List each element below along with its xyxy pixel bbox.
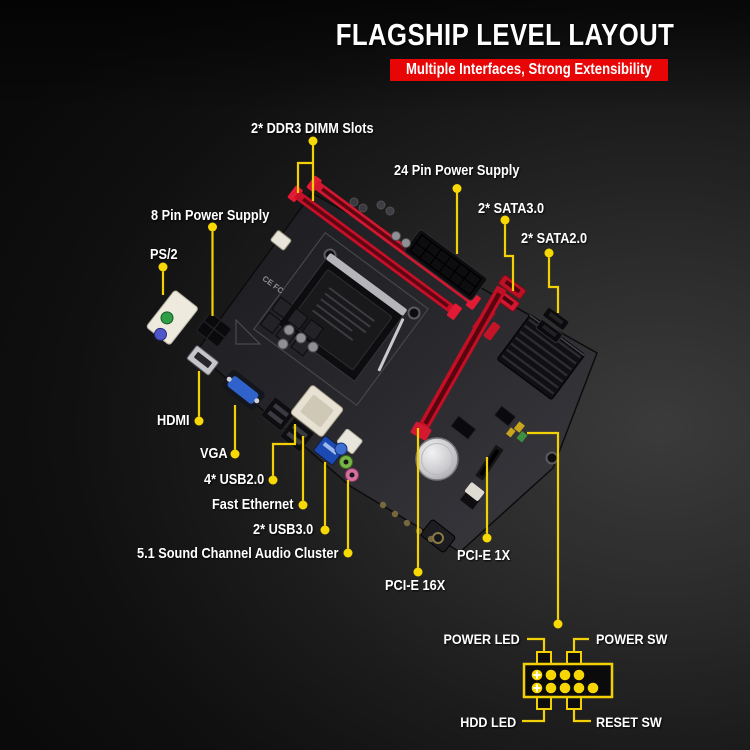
usb-header-corner	[420, 519, 456, 553]
callout-label-ethernet: Fast Ethernet	[212, 496, 294, 513]
callout-label-usb2: 4* USB2.0	[204, 471, 265, 488]
bracket-hdd-led	[522, 708, 546, 723]
cpu-socket	[276, 253, 407, 383]
sata2-ports	[535, 306, 570, 344]
callout-label-atx24: 24 Pin Power Supply	[394, 162, 520, 179]
callout-line-front-panel	[527, 431, 560, 620]
subtitle-text: Multiple Interfaces, Strong Extensibilit…	[406, 61, 652, 78]
callout-dot-ps2	[158, 262, 168, 272]
front-panel-header	[505, 421, 528, 443]
callout-dot-sata3	[500, 215, 510, 225]
hdmi-port	[186, 345, 219, 376]
pcie-x1-slot	[474, 444, 505, 482]
callout-lines	[161, 145, 560, 620]
pin-plus-marks	[533, 671, 541, 692]
callout-label-hdmi: HDMI	[157, 412, 190, 429]
callout-dot-vga	[230, 449, 240, 459]
callout-dot-ethernet	[298, 500, 308, 510]
callout-line-sata3	[503, 224, 515, 291]
bracket-reset-sw	[572, 708, 591, 723]
callout-line-ddr3-branch	[296, 161, 313, 193]
silkscreen-triangle	[235, 318, 262, 345]
callout-dot-audio	[343, 548, 353, 558]
atx-24pin-connector	[404, 229, 488, 301]
usb3-port	[313, 435, 344, 465]
callout-dot-pcie1	[482, 533, 492, 543]
cmos-battery	[415, 437, 459, 481]
callout-label-ps2: PS/2	[150, 246, 178, 263]
callout-dot-usb3	[320, 525, 330, 535]
callout-dot-eps8	[208, 222, 217, 232]
callout-dot-pcie16	[413, 567, 423, 577]
front-panel-label-power-sw: POWER SW	[596, 631, 668, 647]
callout-dot-ddr3	[308, 136, 318, 146]
callout-label-sata2: 2* SATA2.0	[521, 230, 588, 247]
subtitle-banner: Multiple Interfaces, Strong Extensibilit…	[390, 59, 668, 81]
front-panel-diagram	[522, 637, 614, 723]
front-panel-label-reset-sw: RESET SW	[596, 714, 662, 730]
vga-port	[221, 370, 265, 410]
callout-dot-sata2	[544, 248, 554, 258]
callout-line-sata2	[547, 257, 560, 313]
callout-dot-hdmi	[194, 416, 204, 426]
pin-box-pins	[531, 669, 599, 694]
pin-box-tabs	[536, 651, 582, 710]
callout-label-usb3: 2* USB3.0	[253, 521, 314, 538]
callout-dots	[158, 136, 563, 629]
pcie-x16-slot	[410, 286, 507, 441]
callout-label-eps8: 8 Pin Power Supply	[151, 207, 270, 224]
callout-line-usb2	[271, 424, 297, 476]
silkscreen-outline	[253, 231, 429, 407]
callout-label-ddr3: 2* DDR3 DIMM Slots	[251, 120, 374, 137]
callout-label-audio: 5.1 Sound Channel Audio Cluster	[137, 545, 339, 562]
ps2-port	[146, 290, 198, 345]
eps-8pin-connector	[196, 312, 232, 347]
callout-label-pcie16: PCI-E 16X	[385, 577, 446, 594]
callout-dot-front-panel	[553, 619, 563, 629]
bracket-power-sw	[572, 637, 589, 653]
motherboard-photo: CE FC	[146, 175, 598, 553]
pin-headers	[449, 405, 517, 510]
bracket-power-led	[527, 637, 546, 653]
callout-dot-atx24	[452, 184, 462, 193]
ethernet-port	[290, 385, 344, 437]
fan-header	[270, 230, 292, 251]
front-panel-label-power-led: POWER LED	[443, 631, 520, 647]
callout-label-sata3: 2* SATA3.0	[478, 200, 545, 217]
front-panel-label-hdd-led: HDD LED	[459, 714, 516, 730]
callout-dot-usb2	[268, 475, 278, 485]
audio-jacks	[334, 442, 359, 482]
callout-label-vga: VGA	[200, 445, 228, 462]
page-title: FLAGSHIP LEVEL LAYOUT	[335, 17, 675, 52]
callout-label-pcie1: PCI-E 1X	[457, 547, 511, 564]
capacitors	[277, 197, 411, 353]
